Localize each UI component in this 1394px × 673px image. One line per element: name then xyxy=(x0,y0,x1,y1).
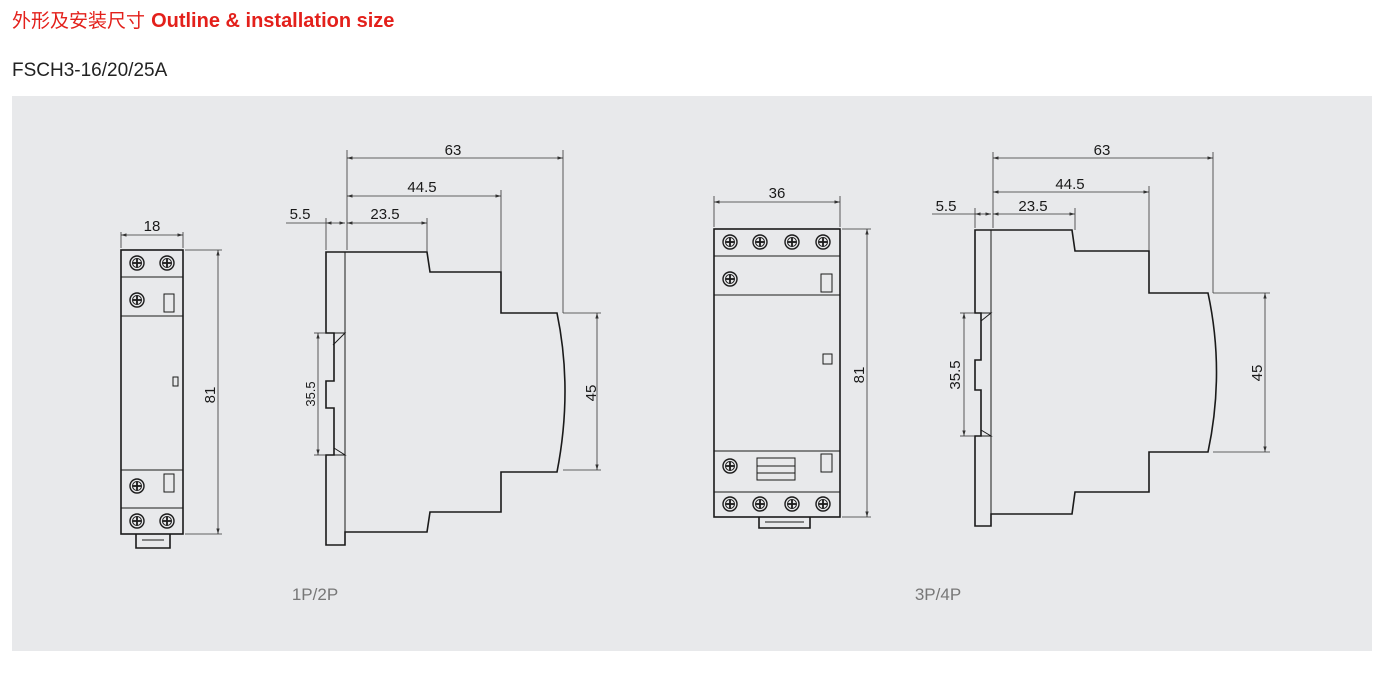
terminal-screw-icon xyxy=(722,271,738,287)
side-step2-label: 23.5 xyxy=(370,206,399,223)
side-rail-label: 35.5 xyxy=(303,381,318,406)
terminal-screw-icon xyxy=(722,234,738,250)
front-height-label: 81 xyxy=(202,387,219,404)
front-view-3p4p: 36 81 xyxy=(713,185,871,529)
side-view-1p2p: 63 44.5 23.5 5.5 35.5 45 xyxy=(286,142,601,546)
caption-3p4p: 3P/4P xyxy=(915,585,961,604)
model-number: FSCH3-16/20/25A xyxy=(12,60,168,81)
terminal-screw-icon xyxy=(722,496,738,512)
drawing-panel xyxy=(12,96,1372,651)
terminal-screw-icon xyxy=(722,458,738,474)
terminal-screw-icon xyxy=(752,234,768,250)
terminal-screw-icon xyxy=(752,496,768,512)
side-face-label: 45 xyxy=(1249,365,1266,382)
terminal-screw-icon xyxy=(159,255,175,271)
front-height-label: 81 xyxy=(851,367,868,384)
page-title: 外形及安装尺寸 Outline & installation size xyxy=(12,6,394,33)
side-step1-label: 44.5 xyxy=(407,179,436,196)
terminal-screw-icon xyxy=(159,513,175,529)
title-en: Outline & installation size xyxy=(151,10,395,32)
side-offset-label: 5.5 xyxy=(936,198,957,215)
side-step1-label: 44.5 xyxy=(1055,176,1084,193)
terminal-screw-icon xyxy=(784,234,800,250)
terminal-screw-icon xyxy=(784,496,800,512)
terminal-screw-icon xyxy=(129,255,145,271)
terminal-screw-icon xyxy=(129,513,145,529)
terminal-screw-icon xyxy=(129,478,145,494)
side-rail-label: 35.5 xyxy=(947,360,964,389)
front-width-label: 36 xyxy=(769,185,786,202)
front-view-1p2p: 18 81 xyxy=(120,218,222,549)
terminal-screw-icon xyxy=(129,292,145,308)
terminal-screw-icon xyxy=(815,234,831,250)
side-face-label: 45 xyxy=(583,385,600,402)
side-view-3p4p: 63 44.5 23.5 5.5 35.5 45 xyxy=(932,142,1270,527)
side-offset-label: 5.5 xyxy=(290,206,311,223)
terminal-screw-icon xyxy=(815,496,831,512)
title-cn: 外形及安装尺寸 xyxy=(12,10,146,32)
side-depth-label: 63 xyxy=(445,142,462,159)
side-step2-label: 23.5 xyxy=(1018,198,1047,215)
caption-1p2p: 1P/2P xyxy=(292,585,338,604)
side-depth-label: 63 xyxy=(1094,142,1111,159)
front-width-label: 18 xyxy=(144,218,161,235)
